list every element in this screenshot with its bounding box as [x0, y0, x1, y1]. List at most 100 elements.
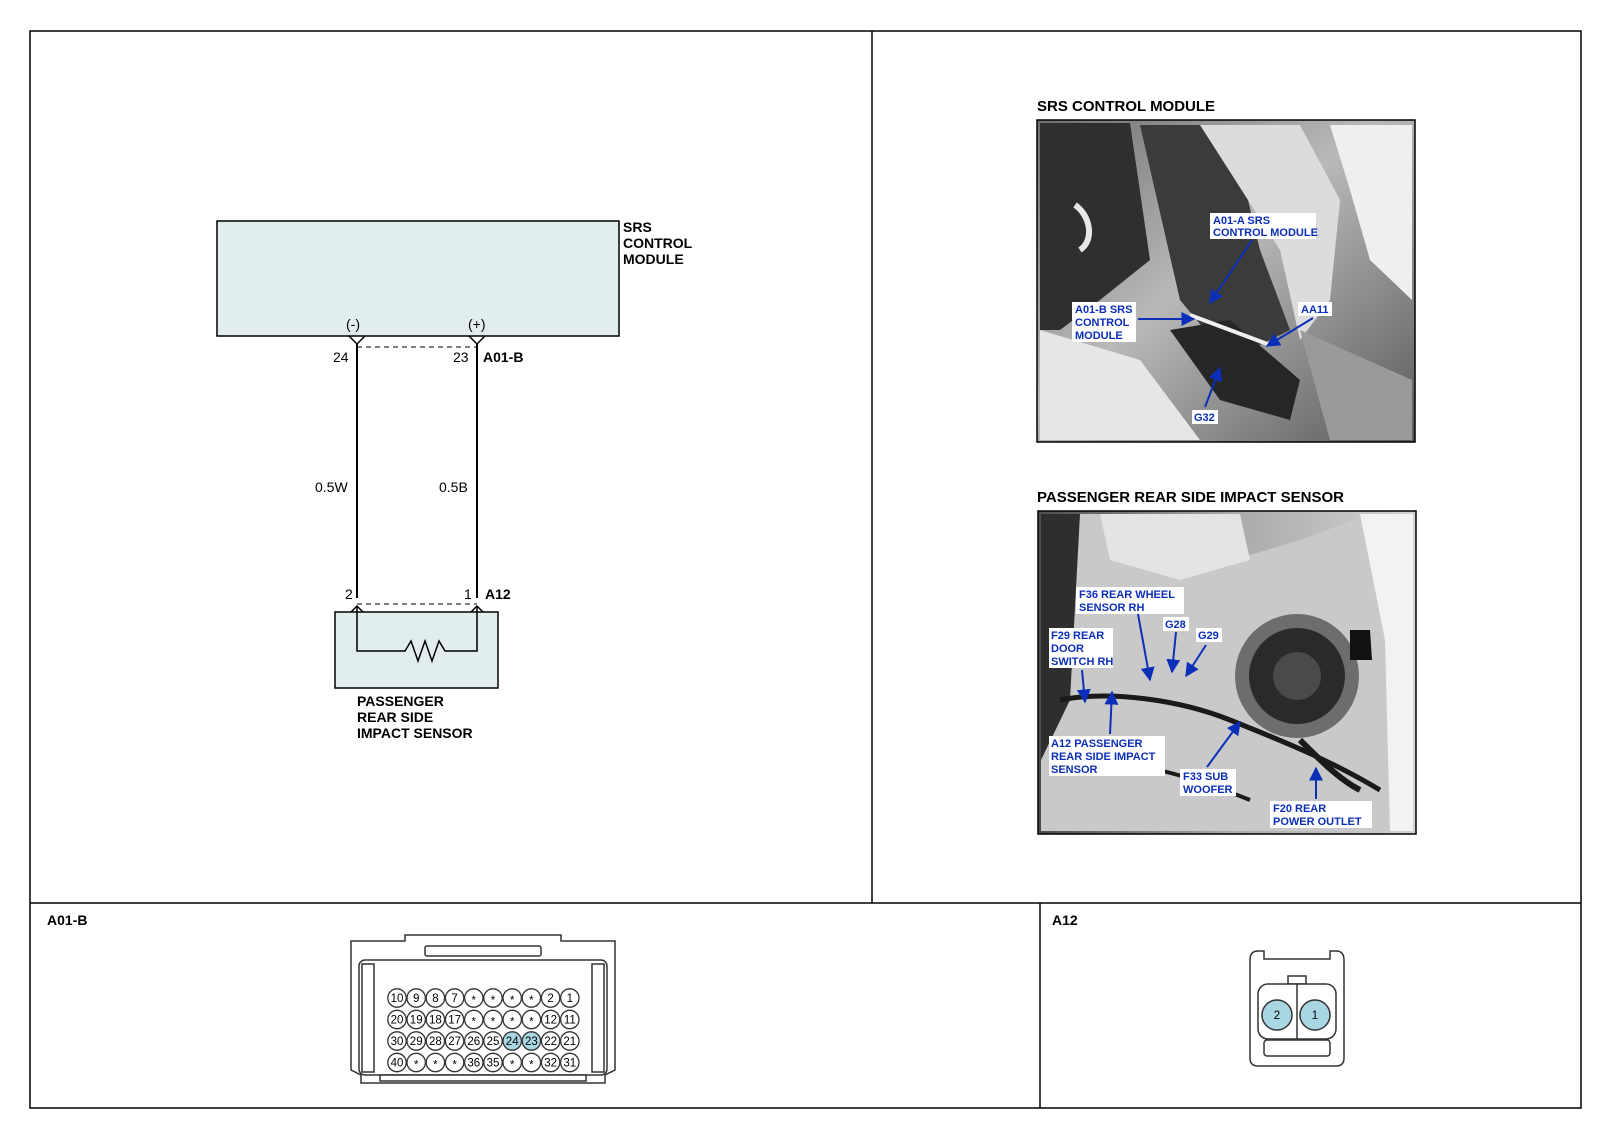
a01b-cavity-blank: *: [483, 988, 503, 1008]
sensor-internal-circuit: [356, 606, 478, 664]
a01b-cavity-27: 27: [444, 1031, 465, 1051]
a01b-cavity-blank: *: [521, 1009, 542, 1030]
schematic: SRS CONTROL MODULE (-) (+) 24 23 A01-B 0…: [216, 219, 696, 741]
svg-text:G32: G32: [1194, 412, 1215, 424]
svg-text:*: *: [452, 1060, 457, 1072]
svg-text:*: *: [414, 1060, 419, 1072]
callout-g28: G28: [1163, 617, 1189, 674]
svg-text:24: 24: [506, 1036, 519, 1048]
connector-symbol-pin23: [468, 335, 486, 346]
svg-text:17: 17: [448, 1015, 461, 1027]
impact-sensor-block: [334, 611, 499, 689]
svg-text:*: *: [472, 1017, 477, 1029]
svg-text:36: 36: [467, 1058, 480, 1070]
pin-23-label: 23: [453, 349, 469, 365]
a01b-cavity-17: 17: [444, 1009, 465, 1030]
svg-text:32: 32: [544, 1058, 557, 1070]
svg-text:20: 20: [391, 1015, 404, 1027]
pin-24-label: 24: [333, 349, 349, 365]
a01b-cavity-36: 36: [463, 1052, 484, 1073]
svg-text:9: 9: [413, 993, 419, 1005]
a12-cavity-2: 2: [1261, 999, 1293, 1031]
svg-text:2: 2: [1274, 1010, 1280, 1022]
svg-text:40: 40: [391, 1058, 404, 1070]
svg-text:30: 30: [391, 1036, 404, 1048]
svg-text:19: 19: [410, 1015, 423, 1027]
pin-2-label: 2: [345, 586, 353, 602]
a01b-cavity-29: 29: [406, 1031, 427, 1051]
svg-text:*: *: [510, 1060, 515, 1072]
impact-sensor-photo-panel: PASSENGER REAR SIDE IMPACT SENSOR F36 RE…: [1037, 489, 1417, 835]
a01b-cavity-28: 28: [425, 1031, 446, 1051]
svg-text:23: 23: [525, 1036, 538, 1048]
svg-text:G29: G29: [1198, 630, 1219, 642]
a01b-cavity-26: 26: [463, 1031, 484, 1051]
sensor-photo-title: PASSENGER REAR SIDE IMPACT SENSOR: [1037, 489, 1344, 506]
svg-text:18: 18: [429, 1015, 442, 1027]
svg-text:28: 28: [429, 1036, 442, 1048]
a01b-cavity-18: 18: [425, 1009, 446, 1030]
svg-text:27: 27: [448, 1036, 461, 1048]
a01b-cavity-11: 11: [559, 1009, 580, 1030]
svg-text:11: 11: [564, 1015, 576, 1027]
svg-text:1: 1: [1312, 1010, 1318, 1022]
svg-text:31: 31: [563, 1058, 576, 1070]
svg-text:29: 29: [410, 1036, 423, 1048]
a01b-cavity-35: 35: [483, 1052, 503, 1073]
connector-a01b-title: A01-B: [47, 912, 87, 928]
pin-1-label: 1: [464, 586, 472, 602]
a01b-cavity-19: 19: [406, 1009, 427, 1030]
connector-a12-title: A12: [1052, 912, 1078, 928]
impact-sensor-label: PASSENGER REAR SIDE IMPACT SENSOR: [357, 693, 473, 741]
svg-text:21: 21: [563, 1036, 576, 1048]
svg-text:*: *: [472, 995, 477, 1007]
srs-module-label: SRS CONTROL MODULE: [623, 219, 696, 267]
svg-text:1: 1: [567, 993, 573, 1005]
connector-symbol-pin24: [348, 335, 366, 346]
svg-text:*: *: [510, 995, 515, 1007]
a01b-cavity-blank: *: [502, 1009, 523, 1030]
svg-text:7: 7: [451, 993, 457, 1005]
a01b-cavity-21: 21: [559, 1031, 580, 1051]
svg-text:8: 8: [432, 993, 438, 1005]
svg-text:*: *: [491, 1017, 496, 1029]
svg-text:*: *: [529, 995, 534, 1007]
pin-negative-label: (-): [346, 316, 360, 332]
a01b-cavity-2: 2: [540, 988, 561, 1008]
svg-text:2: 2: [547, 993, 553, 1005]
svg-text:12: 12: [544, 1015, 557, 1027]
svg-text:*: *: [529, 1017, 534, 1029]
svg-text:22: 22: [544, 1036, 557, 1048]
callout-g29: G29: [1185, 628, 1222, 678]
a12-cavity-1: 1: [1299, 999, 1331, 1031]
a01b-cavity-7: 7: [444, 988, 465, 1008]
a01b-cavity-blank: *: [502, 1052, 523, 1073]
a01b-cavity-blank: *: [444, 1052, 465, 1073]
a01b-cavity-blank: *: [521, 988, 542, 1008]
a01b-cavity-25: 25: [483, 1031, 503, 1051]
a01b-cavity-40: 40: [387, 1052, 407, 1073]
a01b-cavity-32: 32: [540, 1052, 561, 1073]
a01b-cavity-blank: *: [406, 1052, 427, 1073]
connector-face-a12: A12 2 1: [1052, 912, 1345, 1067]
callout-g32: G32: [1192, 366, 1223, 424]
a01b-cavity-1: 1: [559, 988, 580, 1008]
svg-text:*: *: [510, 1017, 515, 1029]
a01b-cavity-24: 24: [502, 1031, 523, 1051]
a01b-cavity-blank: *: [463, 1009, 484, 1030]
a01b-cavity-31: 31: [559, 1052, 580, 1073]
wire-color-left: 0.5W: [315, 479, 348, 495]
svg-text:35: 35: [487, 1058, 500, 1070]
